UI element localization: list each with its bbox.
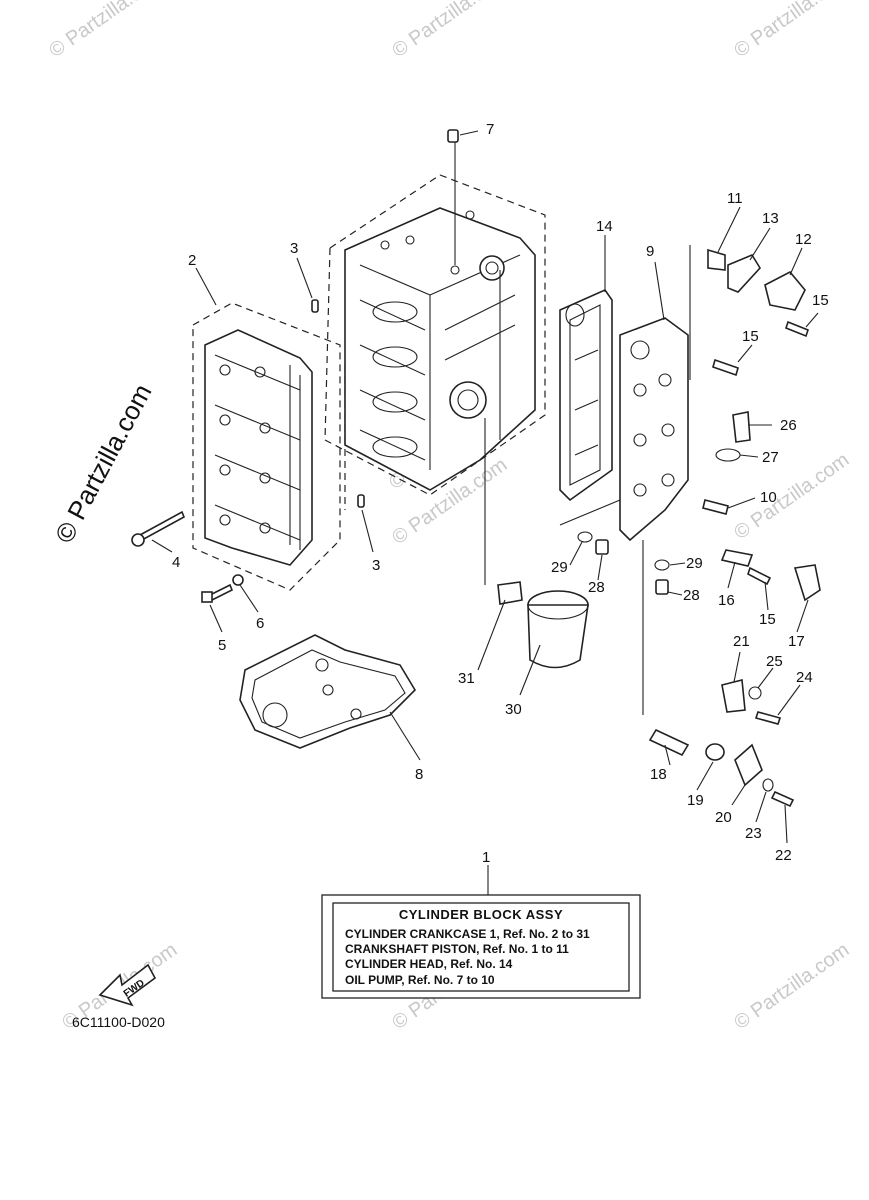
watermark: © Partzilla.com (388, 0, 511, 62)
watermark: © Partzilla.com (730, 939, 853, 1034)
callout-number: 16 (718, 592, 735, 609)
assembly-title: CYLINDER BLOCK ASSY (399, 907, 563, 922)
callout-number: 26 (780, 417, 797, 434)
watermark: © Partzilla.com (45, 0, 168, 62)
callout-number: 20 (715, 809, 732, 826)
callout-number: 15 (742, 328, 759, 345)
callout-number: 23 (745, 825, 762, 842)
callout-number: 22 (775, 847, 792, 864)
callout-number: 7 (486, 121, 494, 138)
callout-number: 15 (812, 292, 829, 309)
callout-number: 28 (683, 587, 700, 604)
callout-number: 28 (588, 579, 605, 596)
callout-number: 15 (759, 611, 776, 628)
callout-number: 17 (788, 633, 805, 650)
callout-numbers: 1 2 3 3 4 5 6 7 8 9 10 11 12 13 14 15 15… (172, 121, 829, 866)
callout-number: 10 (760, 489, 777, 506)
callout-number: 1 (482, 849, 490, 866)
callout-number: 24 (796, 669, 813, 686)
callout-number: 31 (458, 670, 475, 687)
callout-number: 30 (505, 701, 522, 718)
callout-number: 8 (415, 766, 423, 783)
callout-number: 2 (188, 252, 196, 269)
small-parts (131, 129, 821, 808)
callout-number: 14 (596, 218, 613, 235)
callout-number: 27 (762, 449, 779, 466)
watermark: © Partzilla.com (730, 0, 853, 62)
callout-number: 6 (256, 615, 264, 632)
callout-number: 3 (290, 240, 298, 257)
callout-number: 11 (727, 190, 743, 207)
watermark-tiles: © Partzilla.com © Partzilla.com © Partzi… (45, 0, 853, 1034)
assembly-info-box: CYLINDER BLOCK ASSY CYLINDER CRANKCASE 1… (321, 894, 641, 999)
cylinder-block-part (344, 207, 536, 491)
callout-number: 19 (687, 792, 704, 809)
callout-number: 12 (795, 231, 812, 248)
callout-number: 29 (551, 559, 568, 576)
assembly-line: CYLINDER CRANKCASE 1, Ref. No. 2 to 31 (345, 927, 590, 941)
callout-number: 9 (646, 243, 654, 260)
callout-number: 4 (172, 554, 180, 571)
side-watermark: © Partzilla.com (49, 379, 158, 548)
diagram-code: 6C11100-D020 (72, 1014, 165, 1030)
crankcase-half-part (204, 329, 313, 566)
callout-number: 25 (766, 653, 783, 670)
oil-pump-housing-part (619, 317, 689, 542)
callout-number: 13 (762, 210, 779, 227)
assembly-line: OIL PUMP, Ref. No. 7 to 10 (345, 973, 495, 987)
callout-number: 29 (686, 555, 703, 572)
callout-number: 3 (372, 557, 380, 574)
leader-lines (151, 130, 819, 895)
assembly-line: CYLINDER HEAD, Ref. No. 14 (345, 957, 513, 971)
callout-number: 5 (218, 637, 226, 654)
bottom-gasket-part (239, 634, 417, 749)
callout-number: 21 (733, 633, 750, 650)
watermark: © Partzilla.com (730, 449, 853, 544)
assembly-line: CRANKSHAFT PISTON, Ref. No. 1 to 11 (345, 942, 569, 956)
gasket-part (559, 289, 613, 502)
callout-number: 18 (650, 766, 667, 783)
